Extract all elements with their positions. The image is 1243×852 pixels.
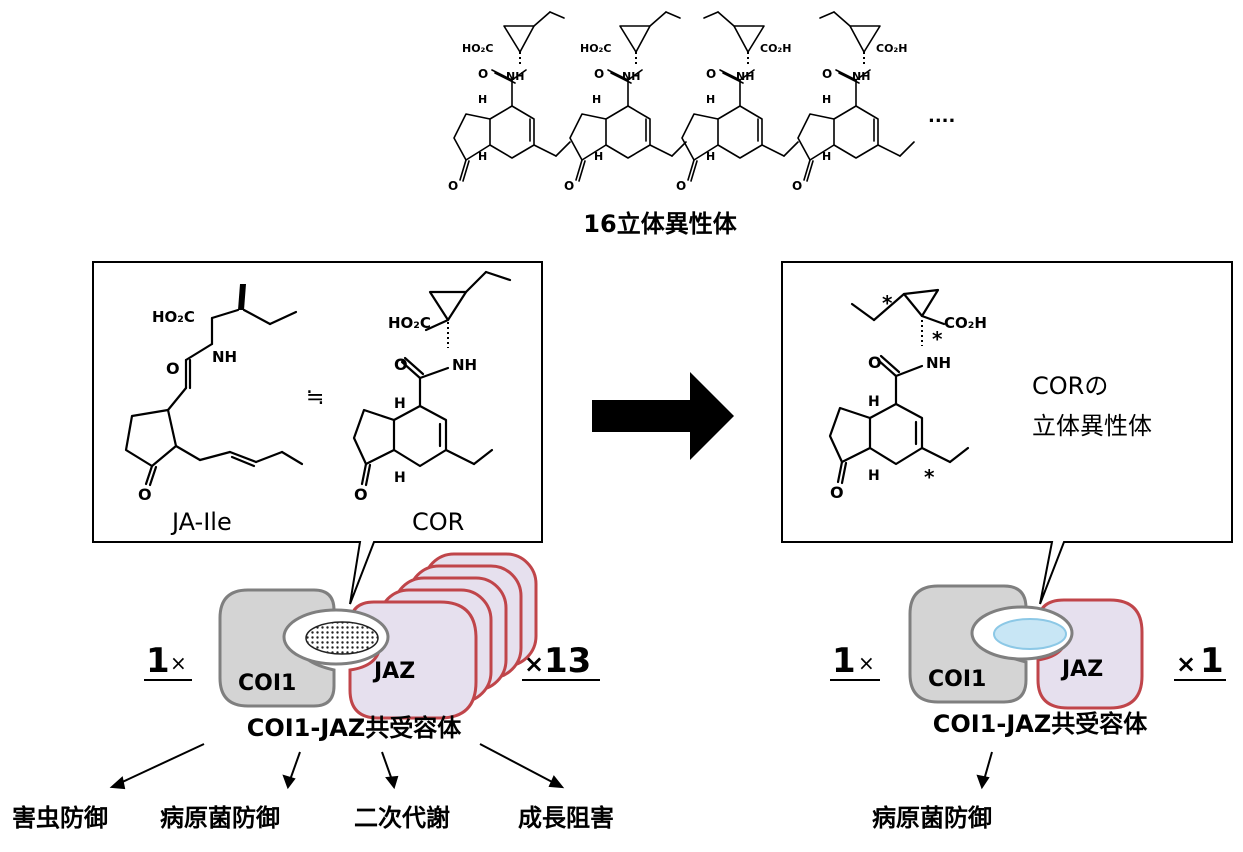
isomer-h-top: H (868, 394, 880, 410)
iso2-h1: H (592, 93, 601, 106)
iso3-o: O (706, 67, 716, 81)
right-mult-right-sym: × (1176, 650, 1196, 678)
iso2-ho2c: HO₂C (580, 42, 611, 55)
iso1-oxo: O (448, 179, 458, 193)
iso4-h1: H (822, 93, 831, 106)
isomer-nh: NH (926, 354, 951, 372)
left-mult-left-sym: × (170, 651, 187, 675)
isomer-star-3: * (924, 465, 935, 489)
outcome-pathogen-defense: 病原菌防御 (160, 804, 280, 832)
right-mult-left-sym: × (858, 651, 875, 675)
cor-isomer-structure (828, 288, 970, 485)
cor-h-top: H (394, 396, 406, 412)
ja-ile-keto-o: O (138, 485, 152, 504)
iso1-ho2c: HO₂C (462, 42, 493, 55)
outcome-growth-inhibition: 成長阻害 (518, 804, 614, 832)
iso2-oxo: O (564, 179, 574, 193)
ja-ile-carbonyl-o: O (166, 359, 180, 378)
right-callout-box (781, 261, 1233, 605)
cor-ho2c: HO₂C (388, 314, 431, 332)
right-coi1-label: COI1 (928, 667, 986, 692)
right-outcome-arrow (976, 751, 993, 790)
ja-ile-label: JA-Ile (170, 508, 232, 536)
iso3-h1: H (706, 93, 715, 106)
iso3-nh: NH (736, 70, 754, 83)
iso1-h2: H (478, 150, 487, 163)
ellipsis: .... (928, 106, 955, 127)
stereoisomer-3 (681, 11, 799, 182)
left-mult-left-num: 1 (146, 641, 170, 681)
right-jaz-label: JAZ (1060, 657, 1103, 682)
cor-carbonyl-o: O (394, 355, 408, 374)
right-outcome-pathogen-defense: 病原菌防御 (872, 804, 992, 832)
isomer-co2h: CO₂H (944, 314, 987, 332)
iso4-h2: H (822, 150, 831, 163)
cor-keto-o: O (354, 485, 368, 504)
approx-symbol: ≒ (306, 385, 324, 410)
isomer-label-line2: 立体異性体 (1032, 412, 1152, 440)
ja-ile-nh: NH (212, 348, 237, 366)
right-receptor-caption: COI1-JAZ共受容体 (933, 710, 1149, 738)
ja-ile-ho2c: HO₂C (152, 308, 195, 326)
iso1-nh: NH (506, 70, 524, 83)
iso3-h2: H (706, 150, 715, 163)
ja-ile-structure (124, 284, 304, 487)
stereoisomer-2 (569, 11, 687, 182)
left-coi1-label: COI1 (238, 671, 296, 696)
cor-nh: NH (452, 356, 477, 374)
iso2-nh: NH (622, 70, 640, 83)
left-outcome-arrows (109, 743, 565, 790)
left-mult-right-num: 13 (544, 641, 591, 681)
iso3-oxo: O (676, 179, 686, 193)
iso4-o: O (822, 67, 832, 81)
isomer-star-1: * (882, 291, 893, 315)
left-mult-right-sym: × (524, 650, 544, 678)
iso2-o: O (594, 67, 604, 81)
cor-h-bottom: H (394, 470, 406, 486)
left-jaz-label: JAZ (372, 659, 415, 684)
left-ligand-dotted (305, 621, 379, 655)
iso4-co2h: CO₂H (876, 42, 907, 55)
right-mult-right-num: 1 (1200, 641, 1224, 681)
right-ligand-blue (993, 618, 1067, 650)
isomer-keto-o: O (830, 483, 844, 502)
outcome-pest-defense: 害虫防御 (12, 804, 108, 832)
transition-arrow (592, 372, 734, 460)
isomer-label-line1: CORの (1032, 372, 1108, 400)
stereoisomer-1 (453, 11, 571, 182)
isomer-h-bottom: H (868, 468, 880, 484)
stereoisomers-caption: 16立体異性体 (583, 210, 737, 238)
right-mult-left-num: 1 (832, 641, 856, 681)
stereoisomer-4 (797, 11, 915, 182)
iso2-h2: H (594, 150, 603, 163)
cor-structure (352, 270, 512, 487)
outcome-secondary-metabolism: 二次代謝 (354, 804, 450, 832)
iso1-h1: H (478, 93, 487, 106)
left-receptor-caption: COI1-JAZ共受容体 (247, 714, 463, 742)
iso1-o: O (478, 67, 488, 81)
iso4-nh: NH (852, 70, 870, 83)
isomer-carbonyl-o: O (868, 353, 882, 372)
isomer-star-2: * (932, 327, 943, 351)
iso4-oxo: O (792, 179, 802, 193)
iso3-co2h: CO₂H (760, 42, 791, 55)
cor-label: COR (412, 508, 464, 536)
